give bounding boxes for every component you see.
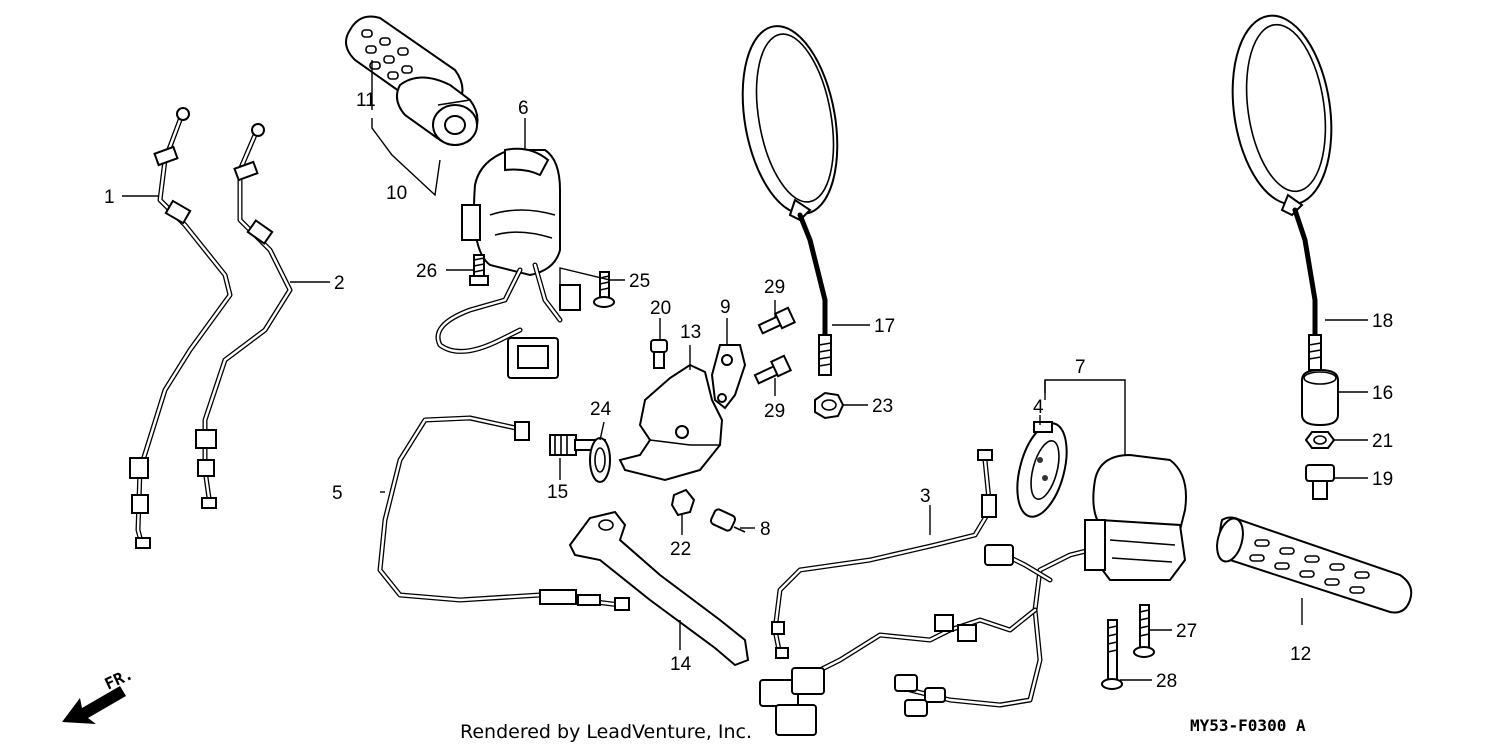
callout-15: 15 bbox=[547, 482, 568, 503]
callout-11: 11 bbox=[356, 90, 376, 111]
switch-8[interactable] bbox=[709, 508, 746, 533]
spring-24[interactable] bbox=[589, 437, 611, 483]
bolt-26[interactable] bbox=[469, 254, 489, 286]
front-direction-arrow: FR. bbox=[62, 664, 136, 724]
callout-10: 10 bbox=[386, 183, 407, 204]
callout-23: 23 bbox=[872, 396, 893, 417]
callout-3: 3 bbox=[920, 486, 931, 507]
bolt-20[interactable] bbox=[650, 339, 668, 369]
leader-lines bbox=[122, 60, 1368, 681]
bolt-29-lower[interactable] bbox=[753, 354, 793, 385]
callout-19: 19 bbox=[1372, 469, 1393, 490]
callout-12: 12 bbox=[1290, 644, 1311, 665]
screw-28[interactable] bbox=[1101, 619, 1123, 690]
weight-16[interactable] bbox=[1301, 368, 1339, 427]
callout-25: 25 bbox=[629, 271, 650, 292]
clutch-lever-14[interactable] bbox=[568, 510, 750, 667]
callout-2: 2 bbox=[334, 273, 345, 294]
nut-21[interactable] bbox=[1304, 431, 1336, 449]
throttle-cable-1[interactable] bbox=[129, 107, 233, 549]
throttle-pulley-4[interactable] bbox=[1008, 418, 1075, 522]
screw-27[interactable] bbox=[1133, 604, 1155, 658]
left-switch-housing-6[interactable] bbox=[435, 147, 581, 379]
throttle-cable-2[interactable] bbox=[195, 123, 293, 509]
callout-7: 7 bbox=[1075, 357, 1086, 378]
callout-27: 27 bbox=[1176, 621, 1197, 642]
callout-14: 14 bbox=[670, 654, 692, 675]
callout-29-upper: 29 bbox=[764, 277, 785, 298]
clutch-cable-5[interactable] bbox=[377, 415, 630, 611]
bolt-29-upper[interactable] bbox=[757, 306, 797, 335]
choke-cable-3[interactable] bbox=[771, 449, 997, 659]
lever-bracket-13[interactable] bbox=[618, 363, 724, 482]
handle-grip-12[interactable] bbox=[1213, 516, 1413, 614]
front-label: FR. bbox=[102, 664, 136, 693]
mirror-17[interactable] bbox=[729, 19, 851, 376]
screw-25[interactable] bbox=[593, 271, 615, 308]
callout-20: 20 bbox=[650, 298, 671, 319]
callout-28: 28 bbox=[1156, 671, 1177, 692]
callout-26: 26 bbox=[416, 261, 437, 282]
callout-6: 6 bbox=[518, 98, 529, 119]
bolt-19[interactable] bbox=[1305, 464, 1335, 500]
credit-text: Rendered by LeadVenture, Inc. bbox=[460, 721, 752, 743]
callouts: 1 2 3 4 5 6 7 8 9 10 11 12 13 14 15 16 1… bbox=[104, 90, 1393, 692]
callout-5: 5 bbox=[332, 483, 343, 504]
callout-29-lower: 29 bbox=[764, 401, 785, 422]
diagram-code: MY53-F0300 A bbox=[1190, 716, 1306, 735]
nut-22[interactable] bbox=[670, 488, 696, 517]
nut-23[interactable] bbox=[814, 391, 845, 420]
arrow-left-down-icon bbox=[62, 686, 126, 724]
callout-16: 16 bbox=[1372, 383, 1393, 404]
callout-8: 8 bbox=[760, 519, 771, 540]
callout-18: 18 bbox=[1372, 311, 1393, 332]
callout-22: 22 bbox=[670, 539, 691, 560]
throttle-pipe-10[interactable] bbox=[395, 76, 479, 146]
callout-4: 4 bbox=[1033, 397, 1044, 418]
callout-17: 17 bbox=[874, 316, 895, 337]
callout-24: 24 bbox=[590, 399, 612, 420]
callout-1: 1 bbox=[104, 187, 115, 208]
right-switch-housing-7[interactable] bbox=[1084, 453, 1187, 581]
callout-9: 9 bbox=[720, 297, 731, 318]
callout-21: 21 bbox=[1372, 431, 1393, 452]
wire-harness-7[interactable] bbox=[759, 542, 1113, 736]
mirror-18[interactable] bbox=[1221, 9, 1343, 371]
lever-holder-9[interactable] bbox=[710, 344, 747, 410]
callout-13: 13 bbox=[680, 322, 701, 343]
